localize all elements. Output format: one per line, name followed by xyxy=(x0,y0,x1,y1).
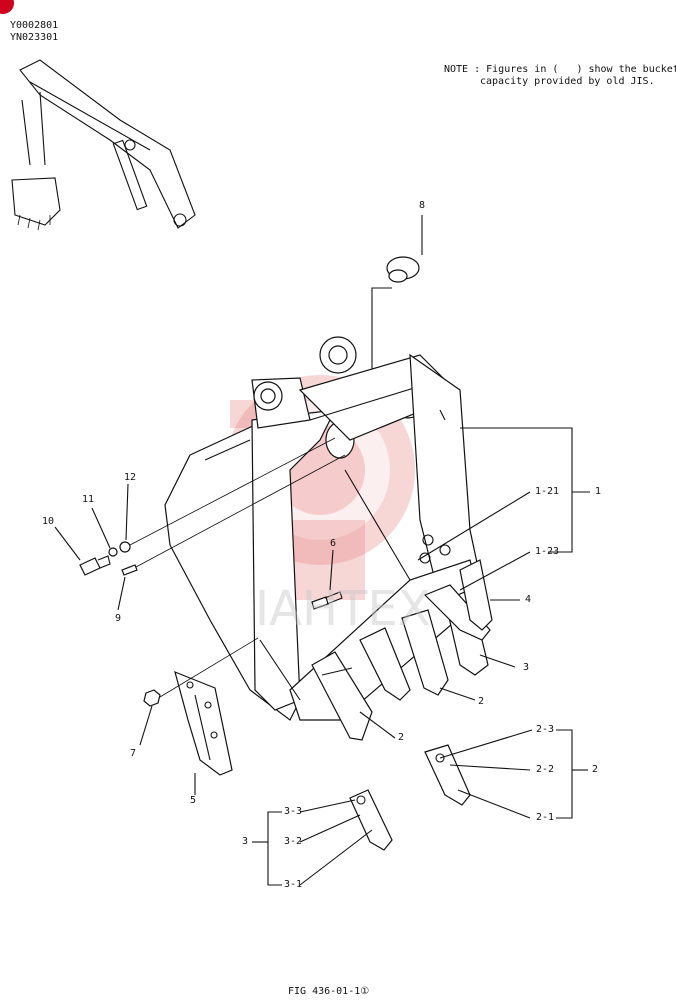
callout-3-1: 3-1 xyxy=(284,879,303,890)
callout-2-group: 2 xyxy=(592,764,599,775)
teeth-row xyxy=(311,584,491,741)
pin-assembly xyxy=(54,437,346,611)
callout-1-23: 1-23 xyxy=(535,546,560,557)
excavator-thumbnail xyxy=(11,59,196,231)
callout-2-3: 2-3 xyxy=(536,724,555,735)
callout-5: 5 xyxy=(190,795,197,806)
callout-3a: 3 xyxy=(523,662,530,673)
part-4-side-cutter xyxy=(459,559,520,631)
part-8-bushing xyxy=(371,215,423,420)
model-code-1: Y0002801 xyxy=(10,20,59,31)
callout-3-2: 3-2 xyxy=(284,836,303,847)
callout-2-1: 2-1 xyxy=(536,812,555,823)
part-5-side-plate xyxy=(174,670,233,795)
note-line-2: capacity provided by old JIS. xyxy=(480,76,655,87)
part-6-bolt xyxy=(311,549,343,610)
callout-4: 4 xyxy=(525,594,532,605)
callout-2b: 2 xyxy=(398,732,405,743)
callout-11: 11 xyxy=(82,494,95,505)
callout-1-21: 1-21 xyxy=(535,486,560,497)
corner-marker xyxy=(0,0,14,14)
detail-tooth-2 xyxy=(424,729,588,819)
lip-leaders xyxy=(359,654,516,739)
watermark-text: IAHTEX xyxy=(255,581,431,637)
callout-2-2: 2-2 xyxy=(536,764,555,775)
callout-6: 6 xyxy=(330,538,337,549)
model-code-2: YN023301 xyxy=(10,32,59,43)
callout-7: 7 xyxy=(130,748,137,759)
detail-tooth-3 xyxy=(252,789,393,886)
callout-1: 1 xyxy=(595,486,602,497)
note-line-1: NOTE : Figures in ( ) show the bucket xyxy=(444,64,676,75)
callout-8: 8 xyxy=(419,200,426,211)
callout-10: 10 xyxy=(42,516,55,527)
group-1-bracket xyxy=(417,409,590,591)
figure-label: FIG 436-01-1① xyxy=(288,986,370,997)
callout-3-3: 3-3 xyxy=(284,806,303,817)
callout-3-group: 3 xyxy=(242,836,249,847)
callout-2a: 2 xyxy=(478,696,485,707)
part-7-nut xyxy=(139,637,259,746)
callout-9: 9 xyxy=(115,613,122,624)
callout-12: 12 xyxy=(124,472,137,483)
